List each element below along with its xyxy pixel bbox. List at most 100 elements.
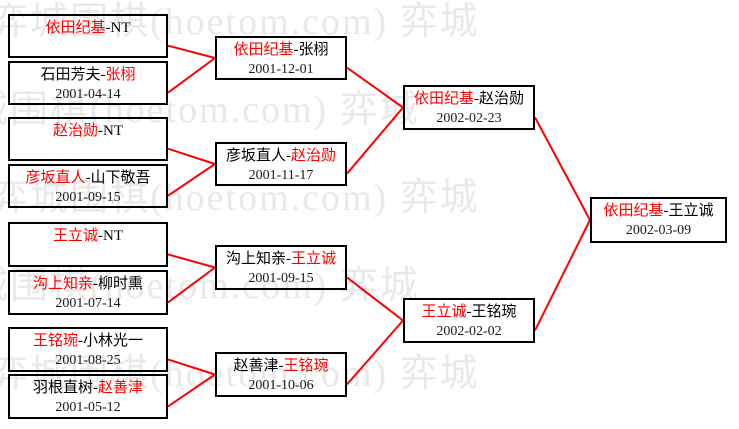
bracket-connector	[346, 276, 404, 322]
player-separator: -	[93, 380, 98, 396]
match-players: 羽根直树-赵善津	[33, 378, 143, 398]
player-right: 王立诚	[291, 251, 337, 267]
player-left: 赵善津	[233, 358, 279, 374]
match-box[interactable]: 王铭琬-小林光一 2001-08-25	[8, 327, 168, 372]
player-separator: -	[85, 170, 91, 186]
match-players: 依田纪基-赵治勋	[414, 89, 524, 109]
player-separator: -	[278, 358, 284, 374]
player-left: 石田芳夫	[40, 67, 101, 83]
player-left: 羽根直树	[32, 380, 93, 396]
player-separator: -	[663, 203, 669, 219]
match-box[interactable]: 石田芳夫-张栩 2001-04-14	[8, 61, 168, 105]
match-players: 沟上知亲-王立诚	[226, 249, 336, 269]
player-separator: -	[293, 42, 299, 58]
player-separator: -	[98, 228, 103, 244]
player-right: 赵善津	[98, 380, 144, 396]
player-right: NT	[110, 20, 131, 36]
player-left: 沟上知亲	[225, 251, 286, 267]
player-left: 沟上知亲	[32, 276, 93, 292]
player-right: 张栩	[105, 67, 136, 83]
player-left: 王立诚	[52, 228, 98, 244]
match-box[interactable]: 赵治勋-NT	[8, 117, 168, 161]
player-separator: -	[286, 251, 291, 267]
player-left: 依田纪基	[45, 20, 106, 36]
player-left: 依田纪基	[603, 203, 664, 219]
player-left: 彦坂直人	[225, 148, 286, 164]
player-right: 山下敬吾	[90, 170, 151, 186]
bracket-connector	[167, 373, 216, 408]
match-box[interactable]: 依田纪基-张栩 2001-12-01	[215, 36, 347, 80]
match-date: 2001-04-14	[55, 87, 121, 102]
match-date: 2002-03-09	[625, 223, 692, 238]
match-players: 王立诚-王铭琬	[421, 302, 516, 322]
player-separator: -	[474, 91, 479, 107]
match-date: 2001-10-06	[248, 378, 314, 393]
match-box[interactable]: 王立诚-王铭琬 2002-02-02	[403, 298, 535, 343]
player-separator: -	[100, 67, 106, 83]
bracket-connector	[167, 57, 216, 94]
match-players: 依田纪基-王立诚	[603, 201, 713, 221]
player-right: 张栩	[298, 42, 329, 58]
player-right: 赵治勋	[479, 91, 525, 107]
player-right: 柳时熏	[98, 276, 144, 292]
bracket-connector	[167, 44, 216, 59]
bracket-connector	[346, 106, 404, 175]
match-date: 2001-08-25	[55, 353, 121, 368]
match-players: 赵治勋-NT	[53, 121, 123, 141]
match-players: 彦坂直人-赵治勋	[226, 146, 336, 166]
match-players: 石田芳夫-张栩	[40, 65, 135, 85]
match-players: 依田纪基-NT	[45, 18, 130, 38]
match-date: 2001-09-15	[248, 271, 314, 286]
player-right: 王立诚	[668, 203, 714, 219]
player-right: NT	[103, 123, 123, 139]
bracket-connector	[534, 116, 591, 221]
player-separator: -	[98, 123, 103, 139]
match-date: 2001-12-01	[248, 62, 314, 77]
match-box[interactable]: 彦坂直人-赵治勋 2001-11-17	[215, 142, 347, 186]
player-right: 小林光一	[83, 333, 144, 349]
bracket-connector	[167, 358, 216, 376]
match-box[interactable]: 依田纪基-NT	[8, 14, 168, 58]
player-separator: -	[466, 304, 472, 320]
player-separator: -	[78, 333, 83, 349]
match-date: 2001-05-12	[55, 400, 121, 415]
player-right: 王铭琬	[283, 358, 329, 374]
match-players: 彦坂直人-山下敬吾	[25, 168, 150, 188]
player-left: 依田纪基	[233, 42, 294, 58]
match-box[interactable]: 王立诚-NT	[8, 222, 168, 267]
match-date: 2001-11-17	[248, 168, 314, 183]
match-box[interactable]: 赵善津-王铭琬 2001-10-06	[215, 352, 347, 397]
match-date: 2002-02-02	[436, 324, 502, 339]
match-players: 王立诚-NT	[53, 226, 123, 246]
match-box[interactable]: 依田纪基-赵治勋 2002-02-23	[403, 85, 535, 130]
player-right: NT	[103, 228, 123, 244]
player-right: 王铭琬	[471, 304, 517, 320]
player-left: 赵治勋	[52, 123, 98, 139]
bracket-connector	[167, 163, 216, 197]
bracket-connector	[346, 66, 404, 109]
match-box[interactable]: 羽根直树-赵善津 2001-05-12	[8, 374, 168, 419]
match-players: 沟上知亲-柳时熏	[33, 274, 143, 294]
match-players: 赵善津-王铭琬	[233, 356, 328, 376]
player-left: 王铭琬	[32, 333, 78, 349]
match-players: 王铭琬-小林光一	[33, 331, 143, 351]
match-box[interactable]: 沟上知亲-王立诚 2001-09-15	[215, 245, 347, 290]
bracket-connector	[167, 147, 216, 165]
bracket-connector	[167, 266, 216, 304]
match-box[interactable]: 依田纪基-王立诚 2002-03-09	[590, 197, 727, 243]
player-left: 依田纪基	[413, 91, 474, 107]
player-left: 彦坂直人	[25, 170, 86, 186]
player-separator: -	[93, 276, 98, 292]
bracket-connector	[167, 253, 216, 269]
match-date: 2002-02-23	[436, 111, 502, 126]
match-box[interactable]: 沟上知亲-柳时熏 2001-07-14	[8, 270, 168, 315]
player-left: 王立诚	[421, 304, 467, 320]
player-right: 赵治勋	[291, 148, 337, 164]
match-date: 2001-07-14	[55, 296, 121, 311]
player-separator: -	[286, 148, 291, 164]
bracket-connector	[534, 219, 591, 331]
bracket-connector	[346, 319, 404, 386]
